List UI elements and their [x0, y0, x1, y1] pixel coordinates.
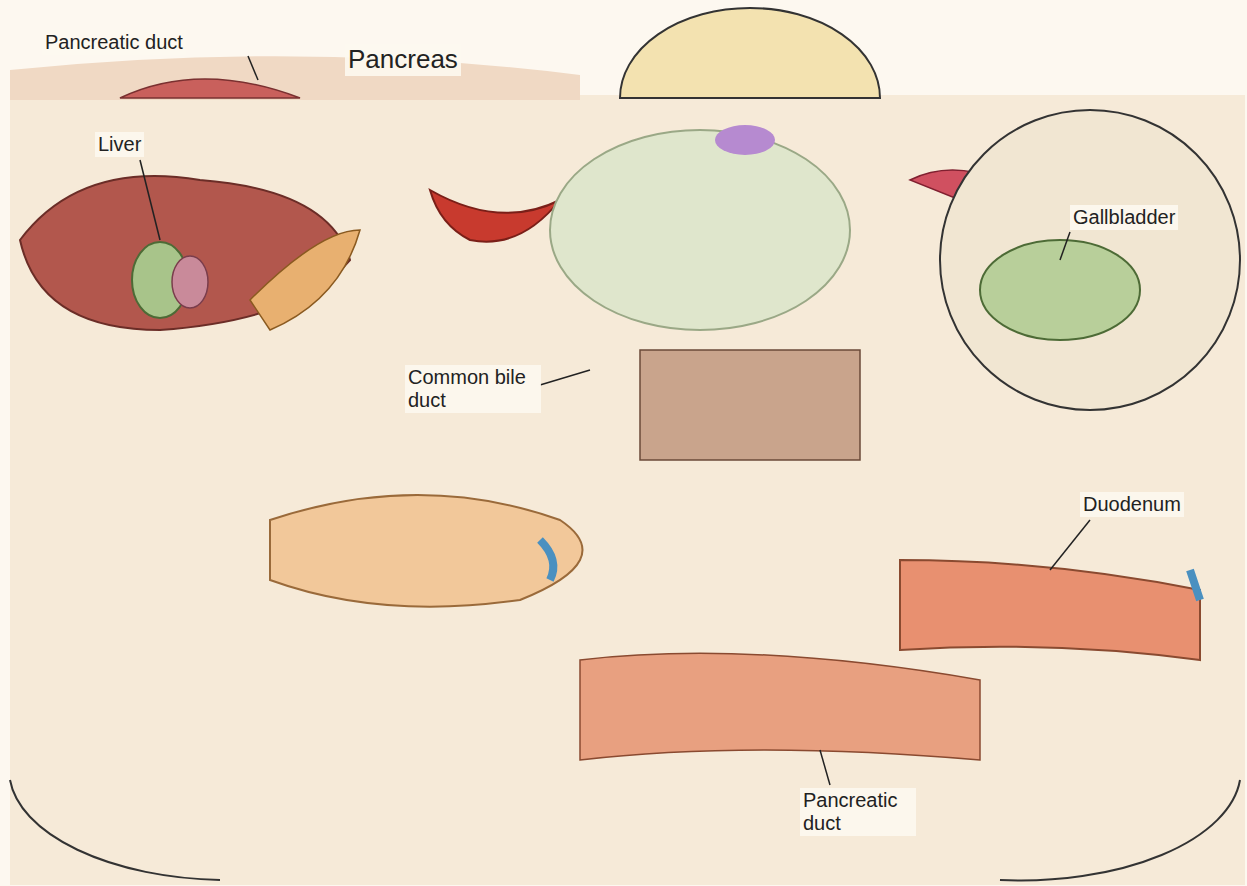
- leader-line: [1060, 232, 1070, 260]
- leader-line: [140, 160, 160, 240]
- inset-circle-top: [620, 8, 880, 98]
- duodenum: [900, 560, 1200, 660]
- leader-line: [820, 750, 830, 785]
- leader-line: [540, 370, 590, 385]
- duct-detail: [715, 125, 775, 155]
- vessel: [172, 256, 208, 308]
- gallbladder: [980, 240, 1140, 340]
- part-label: Pancreas: [345, 44, 461, 76]
- leader-line: [1050, 520, 1090, 570]
- stomach-part: [430, 190, 560, 242]
- duct-blue: [540, 540, 553, 580]
- part-label: Duodenum: [1080, 492, 1184, 517]
- part-label: Common bile duct: [405, 365, 541, 413]
- duct-blue: [1190, 570, 1200, 600]
- leader-lines: [140, 56, 1090, 785]
- part-label: Gallbladder: [1070, 205, 1178, 230]
- inset-circle-right: [940, 110, 1240, 410]
- intestine: [580, 653, 980, 760]
- pancreas-head: [270, 495, 583, 607]
- bile-duct-junction: [640, 350, 860, 460]
- inset-circle-bottom-right: [1000, 780, 1240, 880]
- pancreatic-duct-shape: [120, 79, 300, 98]
- inset-circle-center: [550, 130, 850, 330]
- part-label: Pancreatic duct: [800, 788, 916, 836]
- part-label: Pancreatic duct: [42, 30, 186, 55]
- background-panel: [10, 95, 1245, 885]
- inset-circle-bottom-left: [10, 780, 220, 880]
- pancreas-tail: [250, 230, 360, 330]
- part-label: Liver: [95, 132, 144, 157]
- pancreas-strip: [10, 56, 580, 100]
- leader-line: [248, 56, 258, 80]
